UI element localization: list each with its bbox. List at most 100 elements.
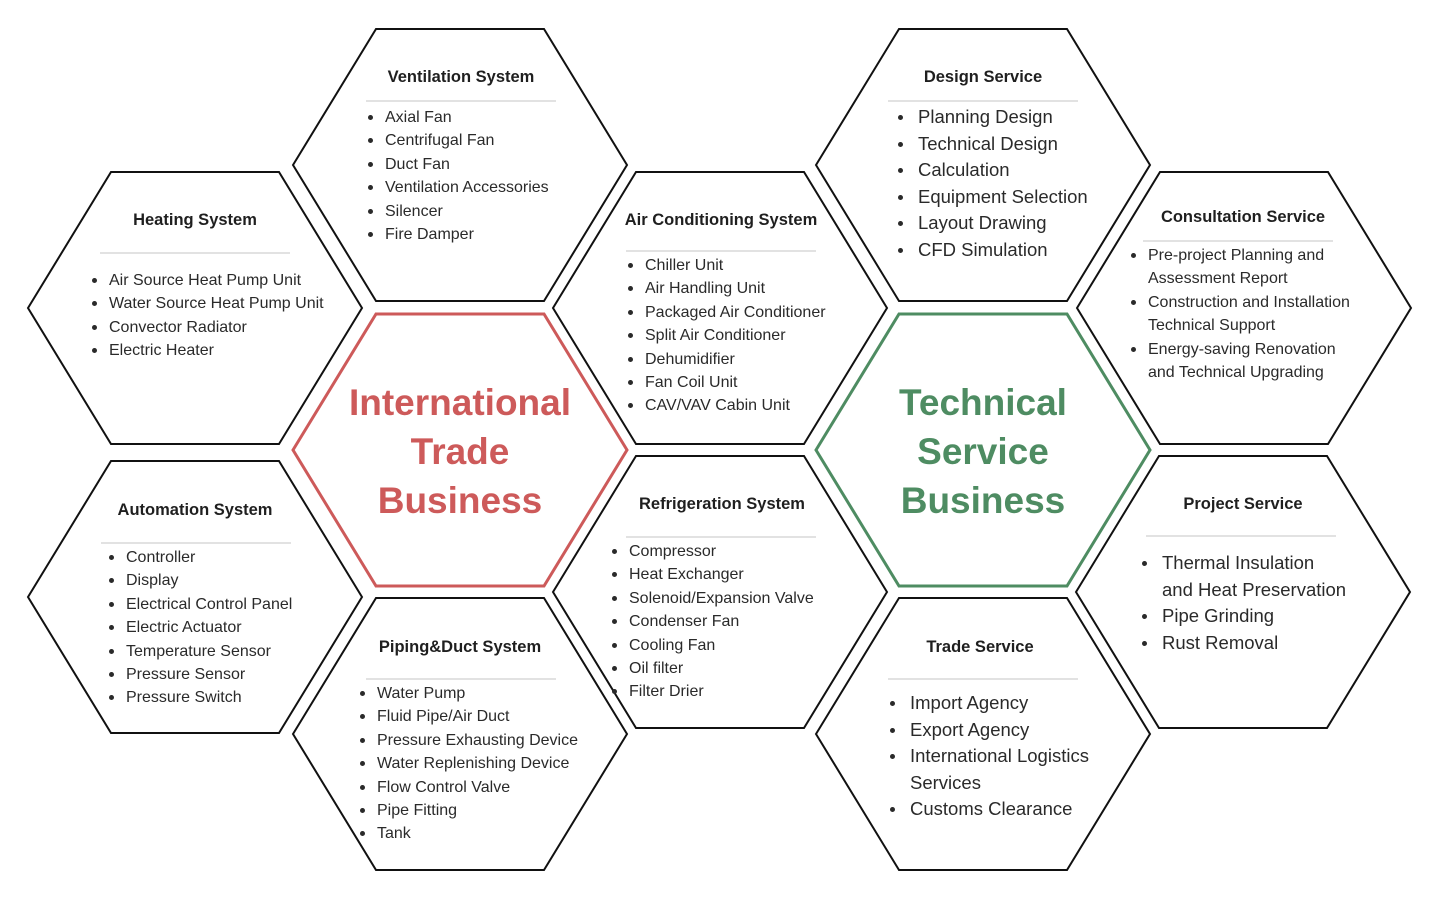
list-item: Calculation [896,157,1118,184]
hex-international-trade [291,312,629,588]
list-item: Controller [107,546,317,569]
list-item: Convector Radiator [90,316,340,339]
title-divider [888,100,1078,102]
list-item: Water Replenishing Device [358,752,598,775]
title-divider [626,536,816,538]
center-line: Business [900,480,1066,521]
list-item: Pressure Switch [107,686,317,709]
list-item: Silencer [366,200,556,223]
list-item: Electric Heater [90,339,340,362]
design-service-title: Design Service [923,68,1043,86]
list-item: Customs Clearance [888,796,1118,823]
list-item: Heat Exchanger [610,563,840,586]
refrigeration-system-title: Refrigeration System [639,495,805,513]
automation-system-title: Automation System [117,501,273,519]
hex-design [814,28,1152,302]
list-item: Ventilation Accessories [366,176,556,199]
hex-automation [26,460,364,734]
title-divider [101,542,291,544]
title-divider [1146,535,1336,537]
title-divider [888,678,1078,680]
heating-system-title: Heating System [133,211,257,229]
list-item: Flow Control Valve [358,776,598,799]
title-divider [366,678,556,680]
air-conditioning-system-title: Air Conditioning System [624,211,818,229]
list-item: CFD Simulation [896,237,1118,264]
list-item: Centrifugal Fan [366,129,556,152]
list-item: Split Air Conditioner [626,324,848,347]
heating-system-cell: Heating System Air Source Heat Pump Unit… [90,211,340,363]
list-item: Tank [358,822,598,845]
list-item: Layout Drawing [896,210,1118,237]
title-divider [100,252,290,254]
hex-technical-service [814,312,1152,588]
piping-duct-system-title: Piping&Duct System [378,638,542,656]
list-item: Packaged Air Conditioner [626,301,848,324]
hex-air-conditioning [551,171,889,445]
list-item: Electric Actuator [107,616,317,639]
list-item: Planning Design [896,104,1118,131]
list-item: Pipe Fitting [358,799,598,822]
list-item: Export Agency [888,717,1118,744]
list-item: Fire Damper [366,223,556,246]
hex-piping-duct [291,597,629,871]
list-item: Oil filter [610,657,840,680]
hex-trade [814,597,1152,871]
center-line: International [348,382,572,423]
list-item: Fan Coil Unit [626,371,848,394]
center-line: Technical [899,382,1067,423]
list-item: Pressure Exhausting Device [358,729,598,752]
technical-service-business-label: Technical Service Business [853,378,1113,525]
list-item: Chiller Unit [626,254,848,277]
list-item: Display [107,569,317,592]
list-item: Equipment Selection [896,184,1118,211]
list-item: Import Agency [888,690,1118,717]
list-item: Rust Removal [1140,630,1370,657]
hex-ventilation [291,28,629,302]
list-item: Technical Design [896,131,1118,158]
consultation-service-title: Consultation Service [1160,208,1326,226]
title-divider [1143,240,1333,242]
list-item: Cooling Fan [610,634,840,657]
list-item: Air Handling Unit [626,277,848,300]
center-line: Trade [410,431,510,472]
trade-service-title: Trade Service [926,638,1034,656]
list-item: Fluid Pipe/Air Duct [358,705,598,728]
list-item: Pressure Sensor [107,663,317,686]
project-service-title: Project Service [1183,495,1303,513]
list-item: Temperature Sensor [107,640,317,663]
list-item: Condenser Fan [610,610,840,633]
list-item: Axial Fan [366,106,556,129]
title-divider [366,100,556,102]
hex-heating [26,171,364,445]
ventilation-system-title: Ventilation System [387,68,535,86]
list-item: Filter Drier [610,680,840,703]
title-divider [626,250,816,252]
center-line: Service [917,431,1049,472]
international-trade-business-label: International Trade Business [330,378,590,525]
list-item: Solenoid/Expansion Valve [610,587,840,610]
consultation-service-cell: Consultation Service Pre-project Plannin… [1123,208,1383,384]
list-item: Water Pump [358,682,598,705]
